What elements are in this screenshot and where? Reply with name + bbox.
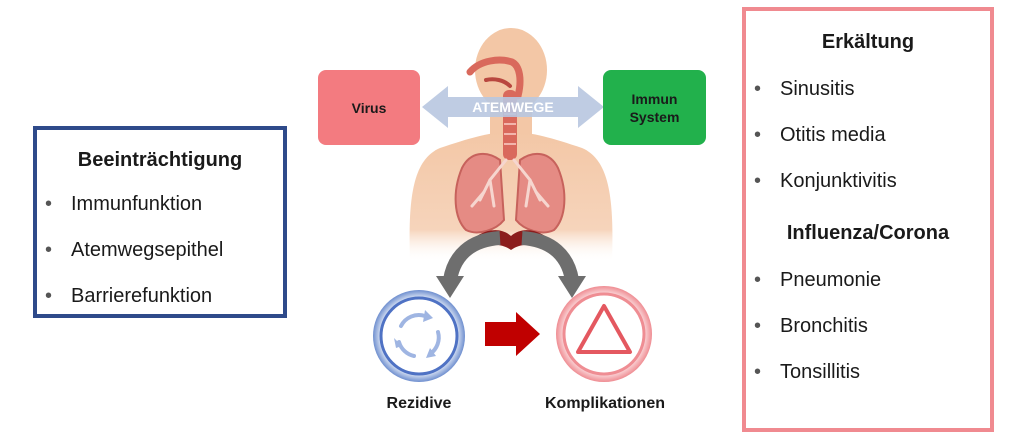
nasal-passage (466, 56, 524, 100)
list-item: Pneumonie (746, 270, 990, 290)
right-curved-arrow (521, 231, 579, 282)
list-item: Otitis media (746, 125, 990, 145)
immune-system-box: Immun System (603, 70, 706, 145)
recycle-cycle-icon (373, 290, 465, 382)
list-item: Immunfunktion (37, 194, 283, 214)
diseases-panel: Erkältung Sinusitis Otitis media Konjunk… (742, 7, 994, 432)
list-item: Konjunktivitis (746, 171, 990, 191)
list-item: Atemwegsepithel (37, 240, 283, 260)
list-item: Sinusitis (746, 79, 990, 99)
influenza-title: Influenza/Corona (786, 222, 950, 244)
list-item: Barrierefunktion (37, 286, 283, 306)
list-item: Tonsillitis (746, 362, 990, 382)
impairment-panel: Beeinträchtigung Immunfunktion Atemwegse… (33, 126, 287, 318)
influenza-list: Pneumonie Bronchitis Tonsillitis (746, 270, 990, 382)
immune-label-line1: Immun (631, 90, 678, 107)
lungs (454, 152, 566, 234)
cold-list: Sinusitis Otitis media Konjunktivitis (746, 79, 990, 191)
recurrence-label: Rezidive (386, 395, 452, 412)
complications-label: Komplikationen (544, 395, 665, 412)
virus-box: Virus (318, 70, 420, 145)
cold-title: Erkältung (821, 31, 915, 53)
immune-label-line2: System (629, 108, 680, 125)
virus-label: Virus (351, 99, 387, 116)
left-curved-arrow (443, 231, 501, 282)
impairment-title: Beeinträchtigung (77, 149, 243, 171)
progression-arrow (485, 312, 540, 356)
airways-label: ATEMWEGE (472, 99, 553, 115)
airways-double-arrow (422, 86, 604, 128)
list-item: Bronchitis (746, 316, 990, 336)
body-silhouette (409, 28, 613, 262)
warning-triangle-icon (556, 286, 652, 382)
impairment-list: Immunfunktion Atemwegsepithel Barrierefu… (37, 194, 283, 306)
